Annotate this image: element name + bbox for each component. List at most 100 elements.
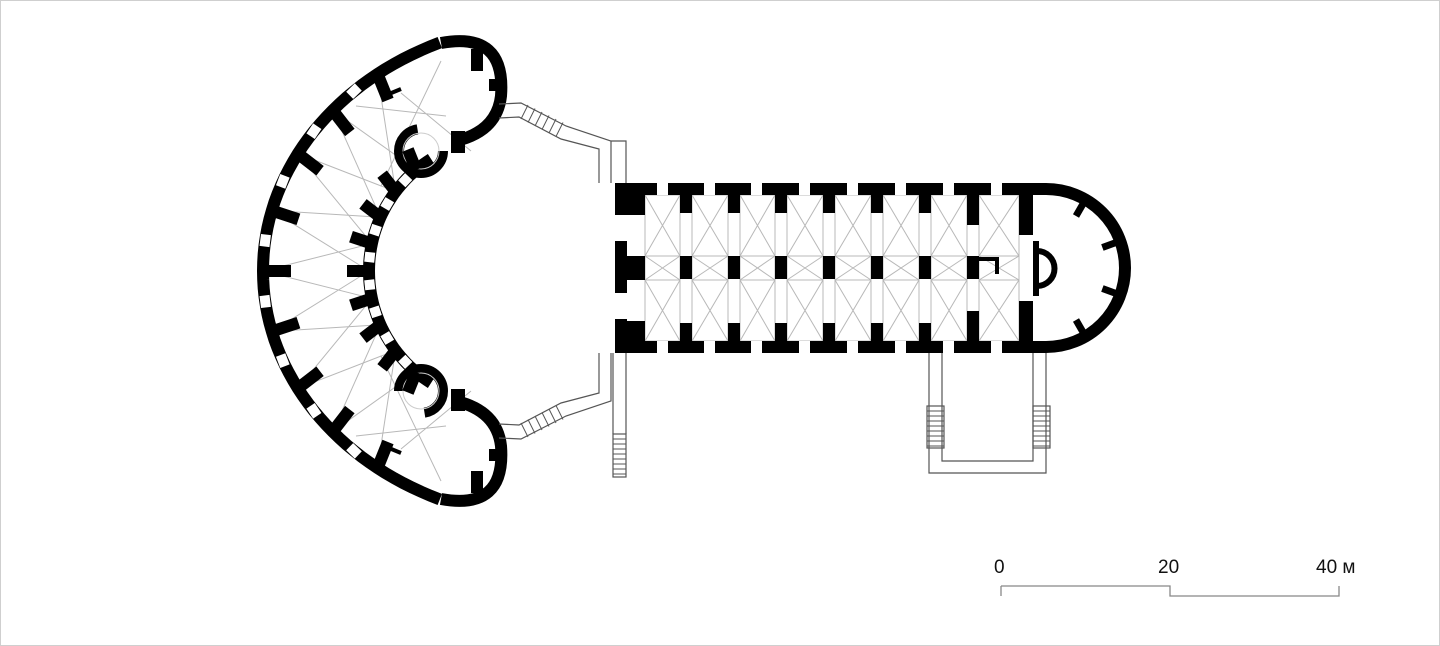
nave-central-pier <box>775 256 787 279</box>
crescent-window <box>275 174 290 189</box>
crescent-window <box>346 443 362 459</box>
crescent-pier-inner <box>402 147 422 173</box>
nave-north-wall <box>615 183 1046 195</box>
crescent-pier-inner <box>377 170 401 196</box>
stair-step <box>555 405 564 420</box>
crescent-window <box>259 294 271 309</box>
east-porch <box>928 353 1047 474</box>
crescent-pier-outer <box>269 317 301 338</box>
stair-step <box>541 412 550 427</box>
crescent-inner-window <box>369 305 382 319</box>
apse-rib <box>1101 238 1119 251</box>
nave-south-pier <box>967 311 979 341</box>
apse-north-pier <box>1019 195 1033 235</box>
nave-south-pier <box>728 323 740 341</box>
scale-label-0: 0 <box>994 557 1005 578</box>
porches-and-stairs <box>498 102 1051 478</box>
north-tower-void <box>402 132 440 170</box>
crescent-inner-window <box>398 354 413 369</box>
nave-bay-diagonal <box>882 255 920 281</box>
south-tower-ring <box>394 364 448 418</box>
nave-north-window <box>799 183 810 195</box>
nave-bay-diagonal <box>882 279 920 342</box>
north-tower-ring <box>394 124 448 178</box>
nave-north-window <box>943 183 954 195</box>
lobe-pier <box>489 79 507 91</box>
apse-niche <box>1036 248 1058 289</box>
crescent-pier-outer <box>294 366 324 394</box>
nave-north-window <box>657 183 668 195</box>
crescent-pier-inner <box>359 319 385 343</box>
nave-south-pier <box>775 323 787 341</box>
apse-chord <box>1033 241 1039 296</box>
nave-central-pier <box>823 256 835 279</box>
nave-north-window <box>704 183 715 195</box>
lobe-pier <box>451 389 465 411</box>
nave-north-pier <box>967 195 979 225</box>
crescent-pier-outer <box>294 148 324 176</box>
apse-rib <box>1101 285 1119 298</box>
nave-bay-diagonal <box>691 255 729 281</box>
west-wall-pier <box>615 195 645 215</box>
stair-step <box>541 115 550 130</box>
nave-bay-diagonal <box>930 194 968 257</box>
scale-label-20: 20 <box>1158 557 1179 578</box>
nave-bay-diagonal <box>644 279 681 342</box>
crescent-inner-window <box>369 223 382 237</box>
west-wall-pier <box>615 256 645 280</box>
nave-south-window <box>704 341 715 353</box>
east-stair <box>1032 405 1051 449</box>
nave-south-window <box>847 341 858 353</box>
crescent-pier-outer <box>269 204 301 225</box>
nave-north-pier <box>775 195 787 213</box>
walls <box>256 35 1131 507</box>
crescent-inner-window <box>380 331 395 345</box>
nave-central-pier <box>967 256 979 279</box>
nave-north-pier <box>823 195 835 213</box>
crescent-window <box>306 403 322 419</box>
lobe-pier <box>451 131 465 153</box>
nave-bay-diagonal <box>834 255 872 281</box>
windows <box>259 83 1002 459</box>
nave-central-pier <box>919 256 931 279</box>
apse-rib <box>1072 200 1088 218</box>
crescent-pier-inner <box>377 346 401 372</box>
nave-south-window <box>799 341 810 353</box>
crescent-pier-inner <box>349 292 374 312</box>
scale-label-40: 40 м <box>1316 557 1355 578</box>
nave-central-pier <box>871 256 883 279</box>
crescent-inner-wall <box>362 154 435 388</box>
stair-step <box>534 111 543 127</box>
nave-bay-diagonal <box>739 279 776 342</box>
north-lobe-wall <box>439 35 508 147</box>
west-wall-pier <box>615 321 645 341</box>
west-window <box>615 215 627 241</box>
stair-step <box>520 104 529 120</box>
south-partition <box>383 444 402 455</box>
stair-step <box>527 419 536 434</box>
nave-south-window <box>895 341 906 353</box>
nave-bay-diagonal <box>644 255 681 281</box>
nave-bay-diagonal <box>644 194 681 257</box>
nave-north-window <box>991 183 1002 195</box>
apse-wall <box>1045 183 1131 353</box>
lobe-pier <box>471 471 483 493</box>
nave-north-pier <box>728 195 740 213</box>
nave-bay-diagonal <box>739 255 776 281</box>
nave-north-window <box>751 183 762 195</box>
nave-bay-diagonal <box>786 194 824 257</box>
nave-bay-diagonal <box>930 255 968 281</box>
west-window <box>615 293 627 319</box>
stair-step <box>555 122 564 137</box>
stair-step <box>548 408 557 424</box>
nave-north-pier <box>919 195 931 213</box>
apse-rib <box>1072 318 1088 336</box>
nave-north-pier <box>680 195 692 213</box>
nave-bay-diagonal <box>691 279 729 342</box>
scale-bar-line <box>1000 585 1340 597</box>
nave-south-pier <box>680 323 692 341</box>
nave-bay-diagonal <box>739 194 776 257</box>
north-porch <box>498 102 627 183</box>
scale-bar: 0 20 40 м <box>994 557 1355 597</box>
